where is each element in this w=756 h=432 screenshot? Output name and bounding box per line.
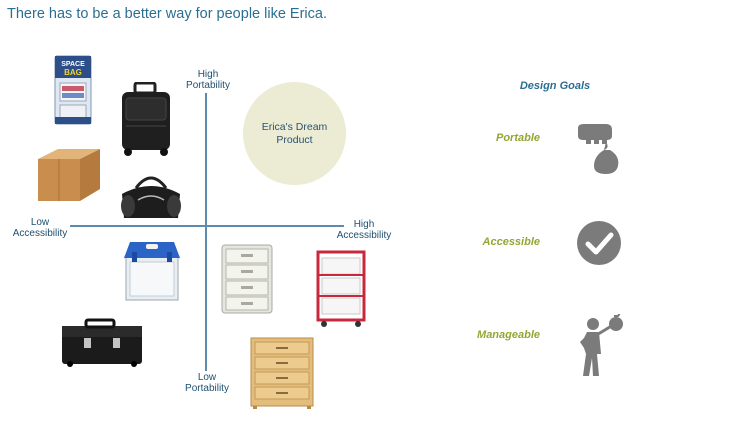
black-trunk-image (62, 318, 142, 367)
goal-portable-label: Portable (495, 132, 540, 144)
rolling-suitcase-image (122, 82, 170, 156)
person-carrying-bundle-icon (580, 314, 623, 376)
headline: There has to be a better way for people … (7, 6, 327, 22)
portability-axis (205, 93, 207, 371)
goal-manageable-label: Manageable (477, 329, 540, 341)
plastic-drawer-unit-image (221, 244, 273, 314)
svg-text:SPACE: SPACE (61, 61, 85, 68)
check-circle-icon (577, 221, 621, 265)
duffel-bag-image (121, 176, 181, 218)
wooden-dresser-image (250, 337, 314, 409)
plastic-storage-tote-image (124, 242, 180, 301)
dream-product-circle: Erica's Dream Product (243, 82, 346, 185)
rolling-cart-drawers-image (316, 250, 366, 327)
accessibility-axis (70, 225, 344, 227)
low-portability-label: Low Portability (185, 372, 229, 394)
goal-accessible-label: Accessible (482, 236, 540, 248)
design-goals-title: Design Goals (519, 80, 591, 92)
high-portability-label: High Portability (186, 69, 230, 91)
low-accessibility-label: Low Accessibility (12, 217, 68, 239)
cardboard-box-image (38, 149, 100, 201)
hand-carrying-bag-icon (578, 124, 619, 174)
svg-text:BAG: BAG (64, 68, 82, 77)
space-bag-package-image: SPACE BAG (54, 55, 92, 125)
high-accessibility-label: High Accessibility (336, 219, 392, 241)
